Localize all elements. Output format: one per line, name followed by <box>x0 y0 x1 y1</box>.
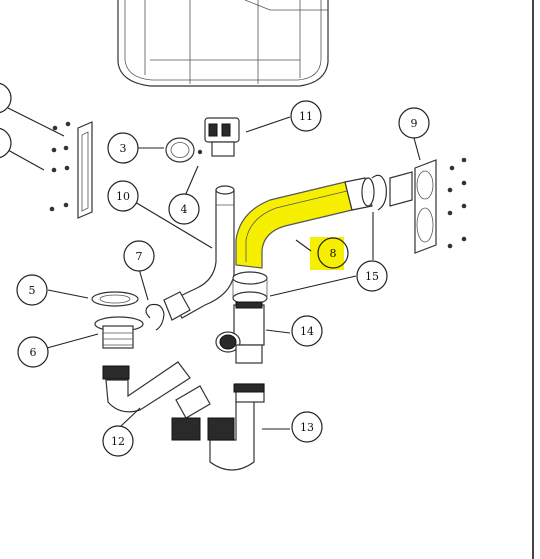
callout-number: 3 <box>120 142 127 155</box>
callout-3: 3 <box>107 132 139 164</box>
bottle-trap-13 <box>171 383 265 471</box>
callout-5: 5 <box>16 274 48 306</box>
right-screws <box>447 157 467 249</box>
highlight-label-background <box>310 237 344 270</box>
callout-circle <box>317 237 349 269</box>
callout-number: 8 <box>330 247 337 260</box>
callout-11: 11 <box>290 100 322 132</box>
callout-number: 15 <box>365 270 379 283</box>
left-mounting-plate <box>77 121 93 219</box>
callout-circle <box>0 82 12 114</box>
callout-number: 7 <box>136 250 143 263</box>
callout-circle <box>290 100 322 132</box>
callout-7: 7 <box>123 240 155 272</box>
callout-8: 8 <box>317 237 349 269</box>
left-screws <box>49 121 71 212</box>
callout-circle <box>0 127 12 159</box>
callout-circle <box>107 132 139 164</box>
waste-pipe-12 <box>102 361 191 413</box>
tank-body <box>117 0 329 87</box>
small-washer <box>197 149 203 155</box>
o-ring <box>165 137 195 163</box>
callout-number: 5 <box>29 284 36 297</box>
callout-number: 12 <box>111 435 125 448</box>
drain-body-6 <box>94 316 144 349</box>
callout-number: 14 <box>300 325 314 338</box>
top-connector <box>204 117 240 157</box>
elbow-pipe-10 <box>163 185 235 321</box>
callout-circle <box>398 107 430 139</box>
callout-6: 6 <box>17 336 49 368</box>
callout-circle <box>107 180 139 212</box>
leader-lines <box>7 107 421 430</box>
callout-circle <box>356 260 388 292</box>
clamp-ring-15 <box>232 271 268 305</box>
callout-circle <box>16 274 48 306</box>
callout-number: 6 <box>30 346 37 359</box>
callout-circle <box>291 315 323 347</box>
callout-number: 9 <box>411 117 418 130</box>
hose-clip <box>145 303 165 331</box>
callout-circle <box>102 425 134 457</box>
callout-14: 14 <box>291 315 323 347</box>
t-fitting-14 <box>215 301 265 364</box>
callout-9: 9 <box>398 107 430 139</box>
callout-group: 123456789101112131415 <box>0 82 430 457</box>
callout-circle <box>17 336 49 368</box>
callout-15: 15 <box>356 260 388 292</box>
callout-number: 13 <box>300 421 314 434</box>
right-mounting-plate <box>389 159 437 254</box>
callout-circle <box>123 240 155 272</box>
callout-circle <box>291 411 323 443</box>
callout-number: 11 <box>299 110 313 123</box>
callout-10: 10 <box>107 180 139 212</box>
callout-circle <box>168 193 200 225</box>
callout-number: 4 <box>181 203 188 216</box>
pipe-coupling <box>344 174 387 211</box>
callout-number: 10 <box>116 190 130 203</box>
callout-1: 1 <box>0 82 12 114</box>
callout-12: 12 <box>102 425 134 457</box>
callout-2: 2 <box>0 127 12 159</box>
callout-13: 13 <box>291 411 323 443</box>
drain-washer-5 <box>91 291 139 307</box>
callout-4: 4 <box>168 193 200 225</box>
